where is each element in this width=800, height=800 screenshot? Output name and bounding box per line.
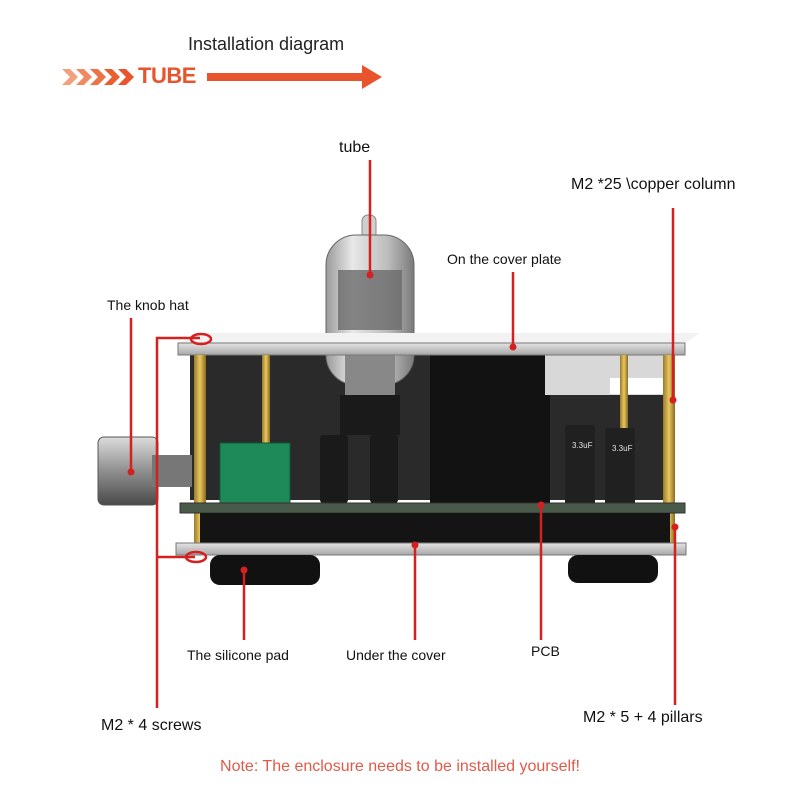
chevron-arrows-icon bbox=[62, 69, 134, 85]
label-pcb: PCB bbox=[531, 643, 560, 659]
volume-knob bbox=[97, 436, 192, 506]
pcb-board bbox=[179, 502, 686, 543]
label-knob-hat: The knob hat bbox=[107, 297, 189, 313]
installation-note: Note: The enclosure needs to be installe… bbox=[220, 758, 580, 775]
label-screws: M2 * 4 screws bbox=[101, 717, 202, 734]
copper-pillars bbox=[194, 355, 675, 545]
label-cover-plate: On the cover plate bbox=[447, 251, 562, 267]
tube-banner: TUBE bbox=[62, 64, 382, 90]
capacitor-value: 3.3uF bbox=[612, 444, 633, 453]
green-terminal bbox=[219, 442, 291, 506]
label-silicone-pad: The silicone pad bbox=[187, 647, 289, 663]
top-cover-plate bbox=[177, 333, 700, 356]
silicone-pads bbox=[210, 555, 658, 585]
bottom-cover-plate bbox=[175, 542, 687, 556]
label-copper-column: M2 *25 \copper column bbox=[571, 176, 736, 193]
leader-dots bbox=[127, 271, 679, 574]
banner-text: TUBE bbox=[138, 63, 196, 88]
label-tube: tube bbox=[339, 139, 371, 156]
page-title: Installation diagram bbox=[188, 34, 345, 54]
label-pillars: M2 * 5 + 4 pillars bbox=[583, 709, 703, 726]
label-under-cover: Under the cover bbox=[346, 647, 446, 663]
arrow-right-icon bbox=[207, 65, 382, 89]
capacitor-value: 3.3uF bbox=[572, 441, 593, 450]
leader-lines bbox=[129, 160, 677, 708]
capacitors: 3.3uF 3.3uF bbox=[320, 425, 635, 506]
